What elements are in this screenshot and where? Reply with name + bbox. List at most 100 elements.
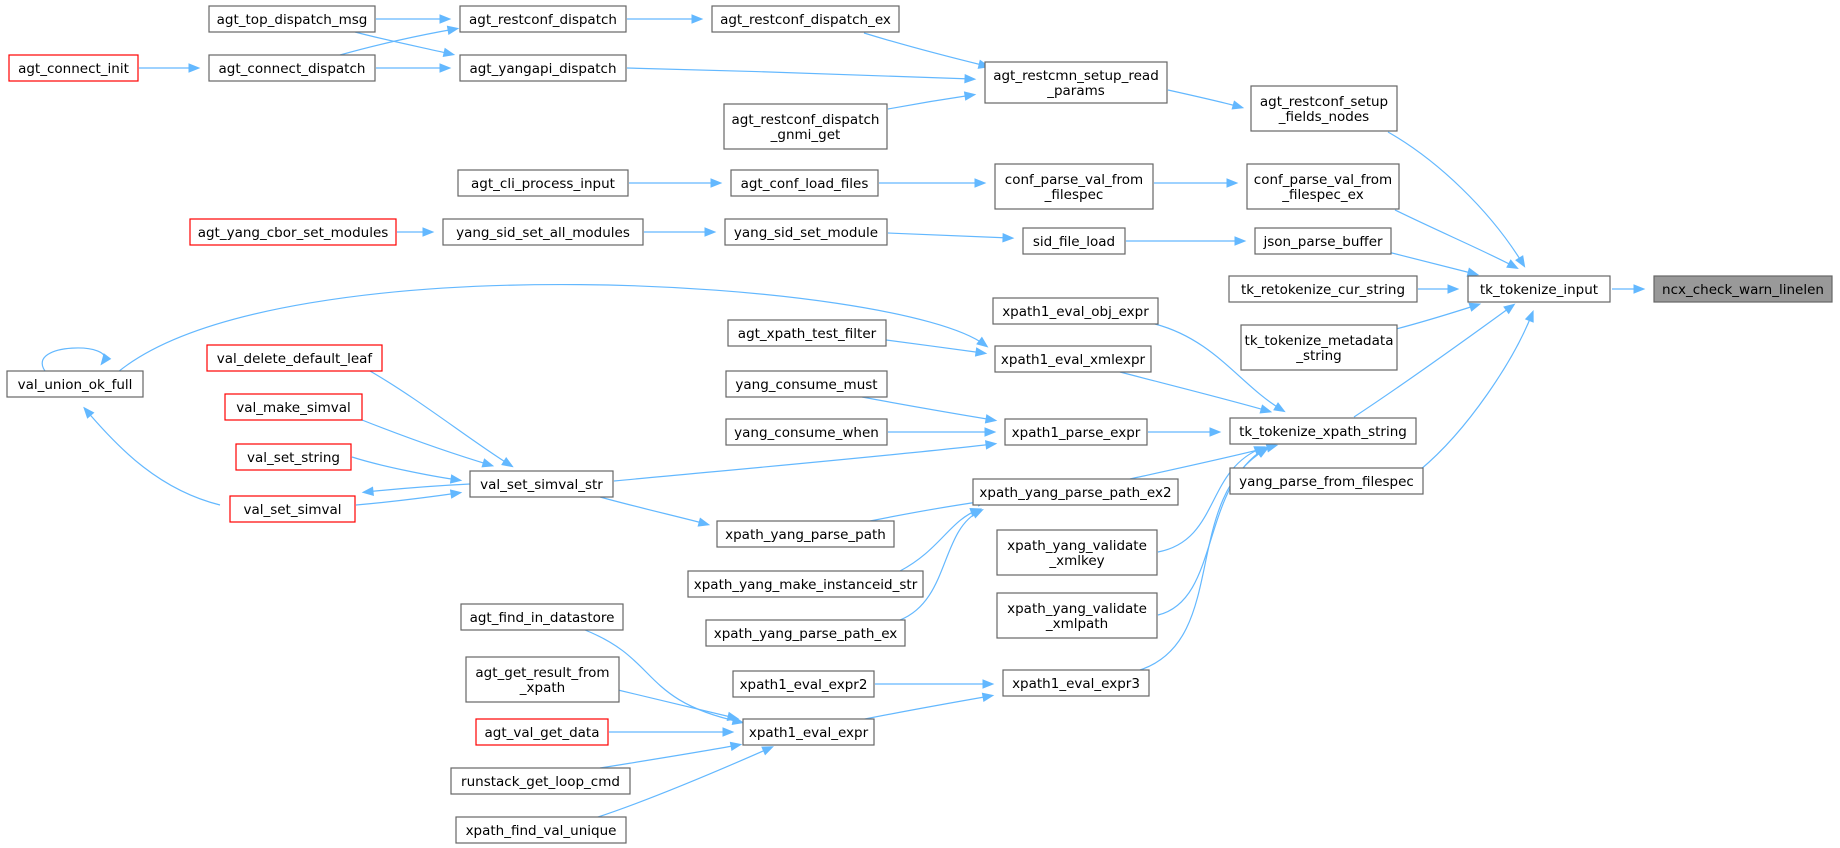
- node-yang-parse-from-filespec[interactable]: yang_parse_from_filespec: [1229, 467, 1424, 495]
- node-agt-conf-load-files[interactable]: agt_conf_load_files: [730, 169, 879, 197]
- node-box: [742, 718, 875, 746]
- node-yang-sid-set-module[interactable]: yang_sid_set_module: [724, 218, 888, 246]
- edge-line: [885, 339, 984, 354]
- node-label: ncx_check_warn_linelen: [1662, 282, 1824, 298]
- node-label: _xpath: [519, 680, 565, 696]
- node-label: tk_tokenize_metadata: [1245, 333, 1394, 349]
- node-val-set-simval-str[interactable]: val_set_simval_str: [469, 470, 614, 498]
- node-box: [705, 619, 906, 647]
- node-box: [996, 529, 1158, 576]
- edge-arrowhead: [1002, 233, 1015, 243]
- node-xpath1-eval-expr2[interactable]: xpath1_eval_expr2: [732, 670, 875, 698]
- node-label: agt_restconf_dispatch: [732, 112, 880, 128]
- edge-line: [369, 370, 511, 466]
- node-label: agt_yang_cbor_set_modules: [198, 225, 389, 241]
- edge-line: [599, 744, 739, 769]
- node-val-union-ok-full[interactable]: val_union_ok_full: [6, 370, 144, 398]
- edge-arrowhead: [691, 14, 704, 24]
- node-box: [984, 61, 1168, 104]
- edge-xpath1_eval_obj_expr-to-tk_tokenize_xpath_string: [1154, 323, 1286, 413]
- edge-line: [1387, 131, 1524, 265]
- node-label: agt_restconf_dispatch_ex: [720, 12, 891, 28]
- node-val-set-simval[interactable]: val_set_simval: [229, 495, 356, 523]
- node-xpath1-eval-obj-expr[interactable]: xpath1_eval_obj_expr: [992, 297, 1159, 325]
- node-xpath1-parse-expr[interactable]: xpath1_parse_expr: [1004, 418, 1148, 446]
- node-xpath-yang-make-instanceid-str[interactable]: xpath_yang_make_instanceid_str: [687, 570, 924, 598]
- node-val-make-simval[interactable]: val_make_simval: [224, 393, 363, 421]
- node-agt-top-dispatch-msg[interactable]: agt_top_dispatch_msg: [208, 5, 376, 33]
- node-agt-restconf-dispatch-ex[interactable]: agt_restconf_dispatch_ex: [711, 5, 900, 33]
- node-xpath-yang-parse-path-ex2[interactable]: xpath_yang_parse_path_ex2: [972, 478, 1179, 506]
- node-label: agt_cli_process_input: [471, 176, 615, 192]
- node-conf-parse-val-from-filespec-ex[interactable]: conf_parse_val_from_filespec_ex: [1246, 163, 1400, 210]
- edge-agt_conf_load_files-to-conf_parse_val_from_filespec: [879, 178, 987, 188]
- node-box: [457, 169, 629, 197]
- node-box: [727, 319, 887, 347]
- edge-agt_connect_dispatch-to-agt_yangapi_dispatch: [376, 63, 452, 73]
- edge-arrowhead: [422, 227, 435, 237]
- node-box: [723, 103, 888, 150]
- node-json-parse-buffer[interactable]: json_parse_buffer: [1254, 227, 1392, 255]
- edge-sid_file_load-to-json_parse_buffer: [1126, 236, 1247, 246]
- node-agt-val-get-data[interactable]: agt_val_get_data: [475, 718, 609, 746]
- node-tk-retokenize-cur-string[interactable]: tk_retokenize_cur_string: [1228, 275, 1418, 303]
- node-conf-parse-val-from-filespec[interactable]: conf_parse_val_from_filespec: [994, 163, 1154, 210]
- node-agt-connect-dispatch[interactable]: agt_connect_dispatch: [208, 54, 376, 82]
- node-box: [208, 54, 376, 82]
- node-val-delete-default-leaf[interactable]: val_delete_default_leaf: [206, 344, 383, 372]
- node-agt-find-in-datastore[interactable]: agt_find_in_datastore: [460, 603, 624, 631]
- node-ncx-check-warn-linelen[interactable]: ncx_check_warn_linelen: [1653, 275, 1833, 303]
- node-box: [1229, 417, 1417, 445]
- node-agt-get-result-from-xpath[interactable]: agt_get_result_from_xpath: [465, 656, 620, 703]
- node-yang-sid-set-all-modules[interactable]: yang_sid_set_all_modules: [442, 218, 644, 246]
- node-agt-yang-cbor-set-modules[interactable]: agt_yang_cbor_set_modules: [189, 218, 397, 246]
- edge-arrowhead: [710, 178, 723, 188]
- node-xpath-yang-validate-xmlpath[interactable]: xpath_yang_validate_xmlpath: [996, 592, 1158, 639]
- node-val-set-string[interactable]: val_set_string: [235, 443, 352, 471]
- node-yang-consume-must[interactable]: yang_consume_must: [725, 370, 888, 398]
- node-tk-tokenize-xpath-string[interactable]: tk_tokenize_xpath_string: [1229, 417, 1417, 445]
- edge-line: [594, 747, 771, 819]
- node-box: [994, 163, 1154, 210]
- node-agt-yangapi-dispatch[interactable]: agt_yangapi_dispatch: [459, 54, 627, 82]
- node-tk-tokenize-metadata-string[interactable]: tk_tokenize_metadata_string: [1240, 324, 1398, 371]
- node-xpath-find-val-unique[interactable]: xpath_find_val_unique: [455, 816, 627, 844]
- node-box: [469, 470, 614, 498]
- node-box: [1240, 324, 1398, 371]
- node-agt-restconf-dispatch[interactable]: agt_restconf_dispatch: [459, 5, 627, 33]
- node-sid-file-load[interactable]: sid_file_load: [1022, 227, 1126, 255]
- node-box: [1228, 275, 1418, 303]
- node-agt-restconf-dispatch-gnmi-get[interactable]: agt_restconf_dispatch_gnmi_get: [723, 103, 888, 150]
- node-xpath-yang-parse-path-ex[interactable]: xpath_yang_parse_path_ex: [705, 619, 906, 647]
- node-xpath-yang-validate-xmlkey[interactable]: xpath_yang_validate_xmlkey: [996, 529, 1158, 576]
- node-agt-cli-process-input[interactable]: agt_cli_process_input: [457, 169, 629, 197]
- node-box: [465, 656, 620, 703]
- node-tk-tokenize-input[interactable]: tk_tokenize_input: [1467, 275, 1611, 303]
- edge-arrowhead: [188, 63, 201, 73]
- node-label: json_parse_buffer: [1262, 234, 1383, 250]
- edge-arrowhead: [1259, 404, 1273, 414]
- node-yang-consume-when[interactable]: yang_consume_when: [725, 418, 888, 446]
- node-xpath1-eval-expr3[interactable]: xpath1_eval_expr3: [1002, 669, 1150, 697]
- node-box: [1229, 467, 1424, 495]
- node-xpath-yang-parse-path[interactable]: xpath_yang_parse_path: [716, 520, 895, 548]
- node-runstack-get-loop-cmd[interactable]: runstack_get_loop_cmd: [450, 767, 631, 795]
- node-box: [972, 478, 1179, 506]
- edge-arrowhead: [1234, 236, 1247, 246]
- node-xpath1-eval-expr[interactable]: xpath1_eval_expr: [742, 718, 875, 746]
- node-agt-restconf-setup-fields-nodes[interactable]: agt_restconf_setup_fields_nodes: [1250, 85, 1398, 132]
- node-box: [459, 54, 627, 82]
- node-label: xpath_find_val_unique: [466, 823, 617, 839]
- edge-line: [863, 32, 987, 67]
- node-xpath1-eval-xmlexpr[interactable]: xpath1_eval_xmlexpr: [994, 345, 1152, 373]
- node-agt-xpath-test-filter[interactable]: agt_xpath_test_filter: [727, 319, 887, 347]
- edge-val_union_ok_full-to-val_union_ok_full: [41, 347, 112, 372]
- edge-line: [1119, 371, 1269, 412]
- edge-arrowhead: [726, 711, 740, 721]
- node-label: _gnmi_get: [770, 127, 841, 143]
- edge-val_set_simval_str-to-xpath1_parse_expr: [613, 440, 998, 482]
- node-agt-restcmn-setup-read-params[interactable]: agt_restcmn_setup_read_params: [984, 61, 1168, 104]
- node-label: xpath_yang_make_instanceid_str: [694, 577, 918, 593]
- node-agt-connect-init[interactable]: agt_connect_init: [8, 54, 139, 82]
- nodes-layer: ncx_check_warn_linelentk_tokenize_inputa…: [6, 5, 1833, 844]
